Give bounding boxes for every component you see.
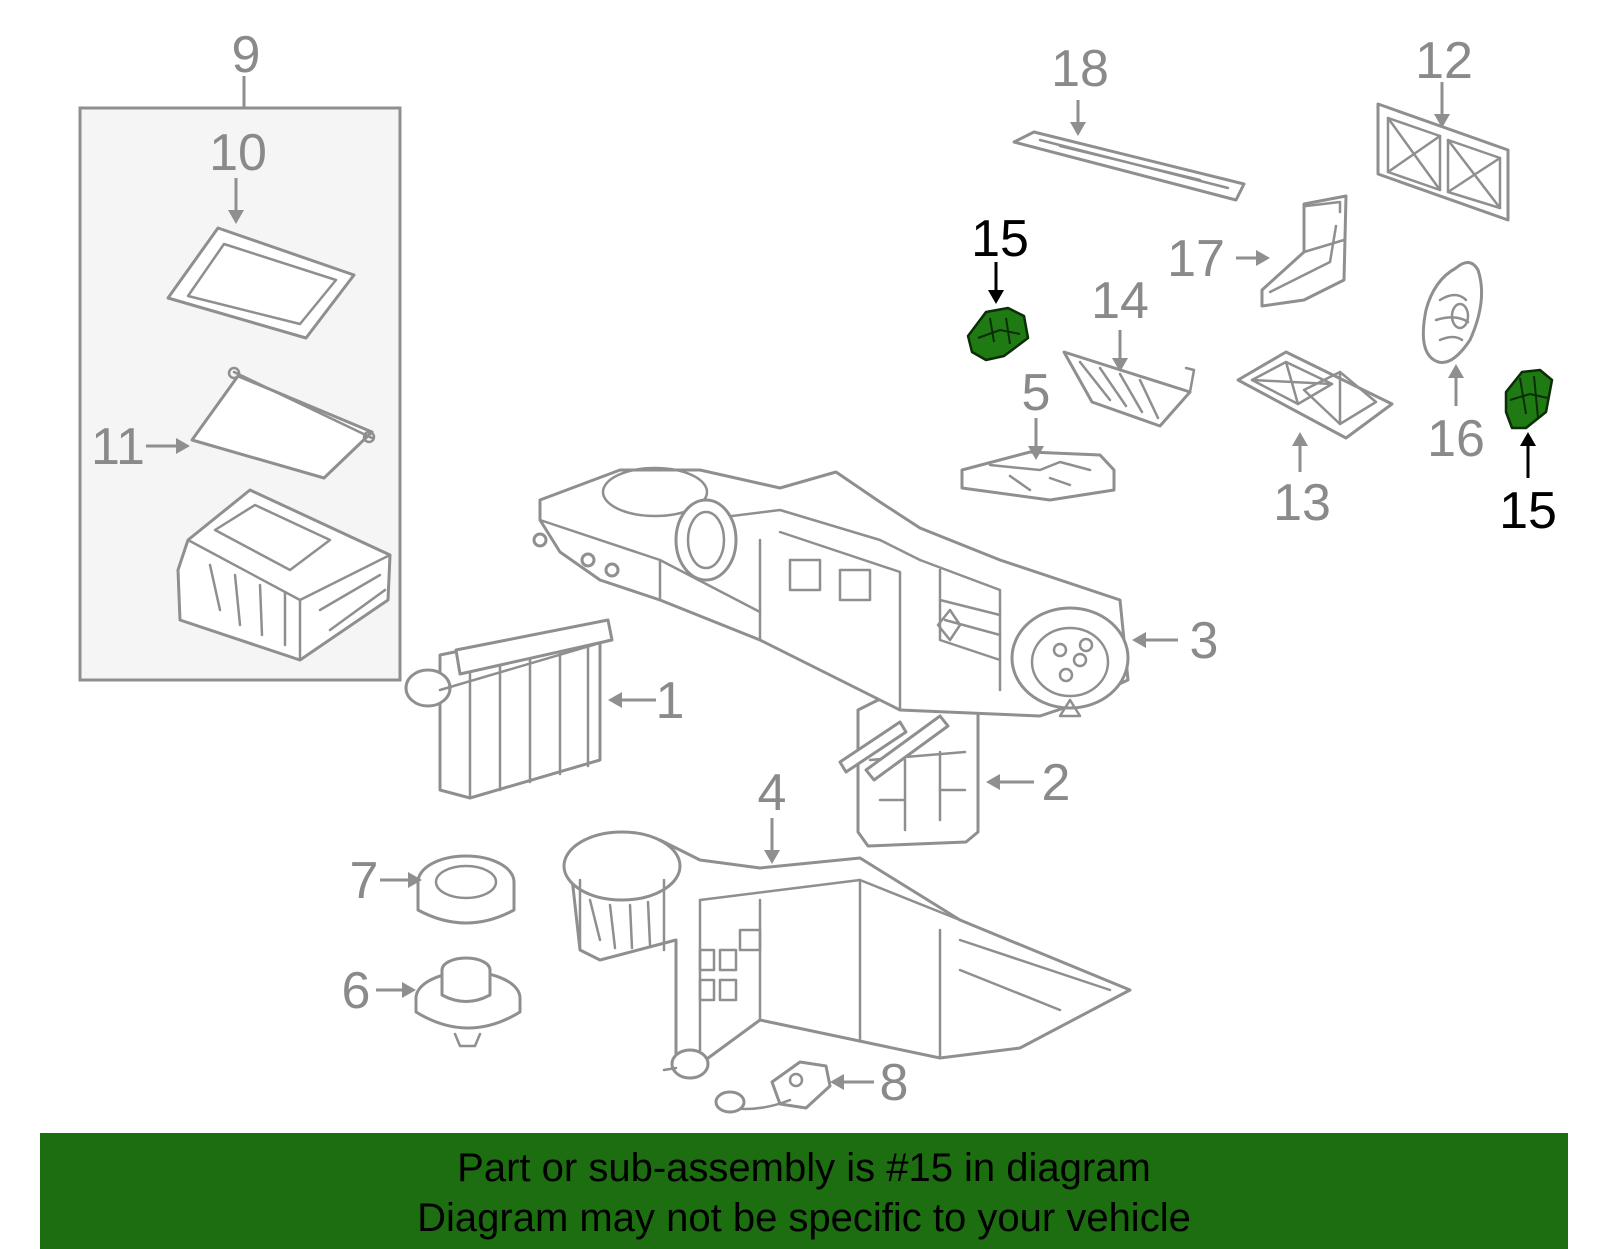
callout-12: 12 [1415,32,1473,90]
part-3-upper-case[interactable] [532,466,1130,718]
callout-4: 4 [758,764,787,822]
part-9-group [78,76,402,682]
callout-8: 8 [880,1054,909,1112]
part-6-blower-motor[interactable] [414,956,522,1048]
callout-7: 7 [350,852,379,910]
callout-16: 16 [1427,410,1485,468]
banner-line-1: Part or sub-assembly is #15 in diagram [457,1146,1151,1190]
callout-5: 5 [1022,364,1051,422]
callout-10: 10 [209,124,267,182]
callout-2: 2 [1042,754,1071,812]
callout-labels: 9 10 11 1 2 3 4 5 6 7 8 12 13 14 16 17 1… [91,26,1557,1112]
callout-3: 3 [1190,612,1219,670]
callout-18: 18 [1051,40,1109,98]
part-5-bracket[interactable] [960,450,1116,502]
part-12-door[interactable] [1376,102,1510,222]
callout-9: 9 [232,26,261,84]
callout-13: 13 [1273,474,1331,532]
leader-arrows [146,82,1536,1090]
part-10-filter-frame[interactable] [166,226,356,340]
part-9-case[interactable] [176,488,392,662]
callout-15-left: 15 [971,210,1029,268]
part-11-filter[interactable] [190,366,376,480]
callout-17: 17 [1167,230,1225,288]
part-18-seal[interactable] [1012,130,1246,202]
callout-1: 1 [656,672,685,730]
callout-11: 11 [91,418,145,476]
callout-14: 14 [1091,272,1149,330]
callout-6: 6 [342,962,371,1020]
part-15-actuator-left[interactable] [966,306,1030,362]
part-notice-banner: Part or sub-assembly is #15 in diagram D… [40,1133,1568,1249]
part-16-shroud[interactable] [1421,261,1484,364]
part-15-actuator-right[interactable] [1504,368,1554,430]
part-8-actuator[interactable] [714,1060,832,1114]
callout-15-right: 15 [1499,482,1557,540]
part-4-lower-case[interactable] [562,830,1132,1080]
banner-line-2: Diagram may not be specific to your vehi… [417,1196,1191,1240]
part-14-door[interactable] [1062,350,1196,428]
part-17-duct[interactable] [1260,194,1348,308]
part-13-door[interactable] [1236,350,1394,440]
part-1-evaporator-core[interactable] [404,618,614,800]
part-7-blower-wheel[interactable] [416,854,516,925]
